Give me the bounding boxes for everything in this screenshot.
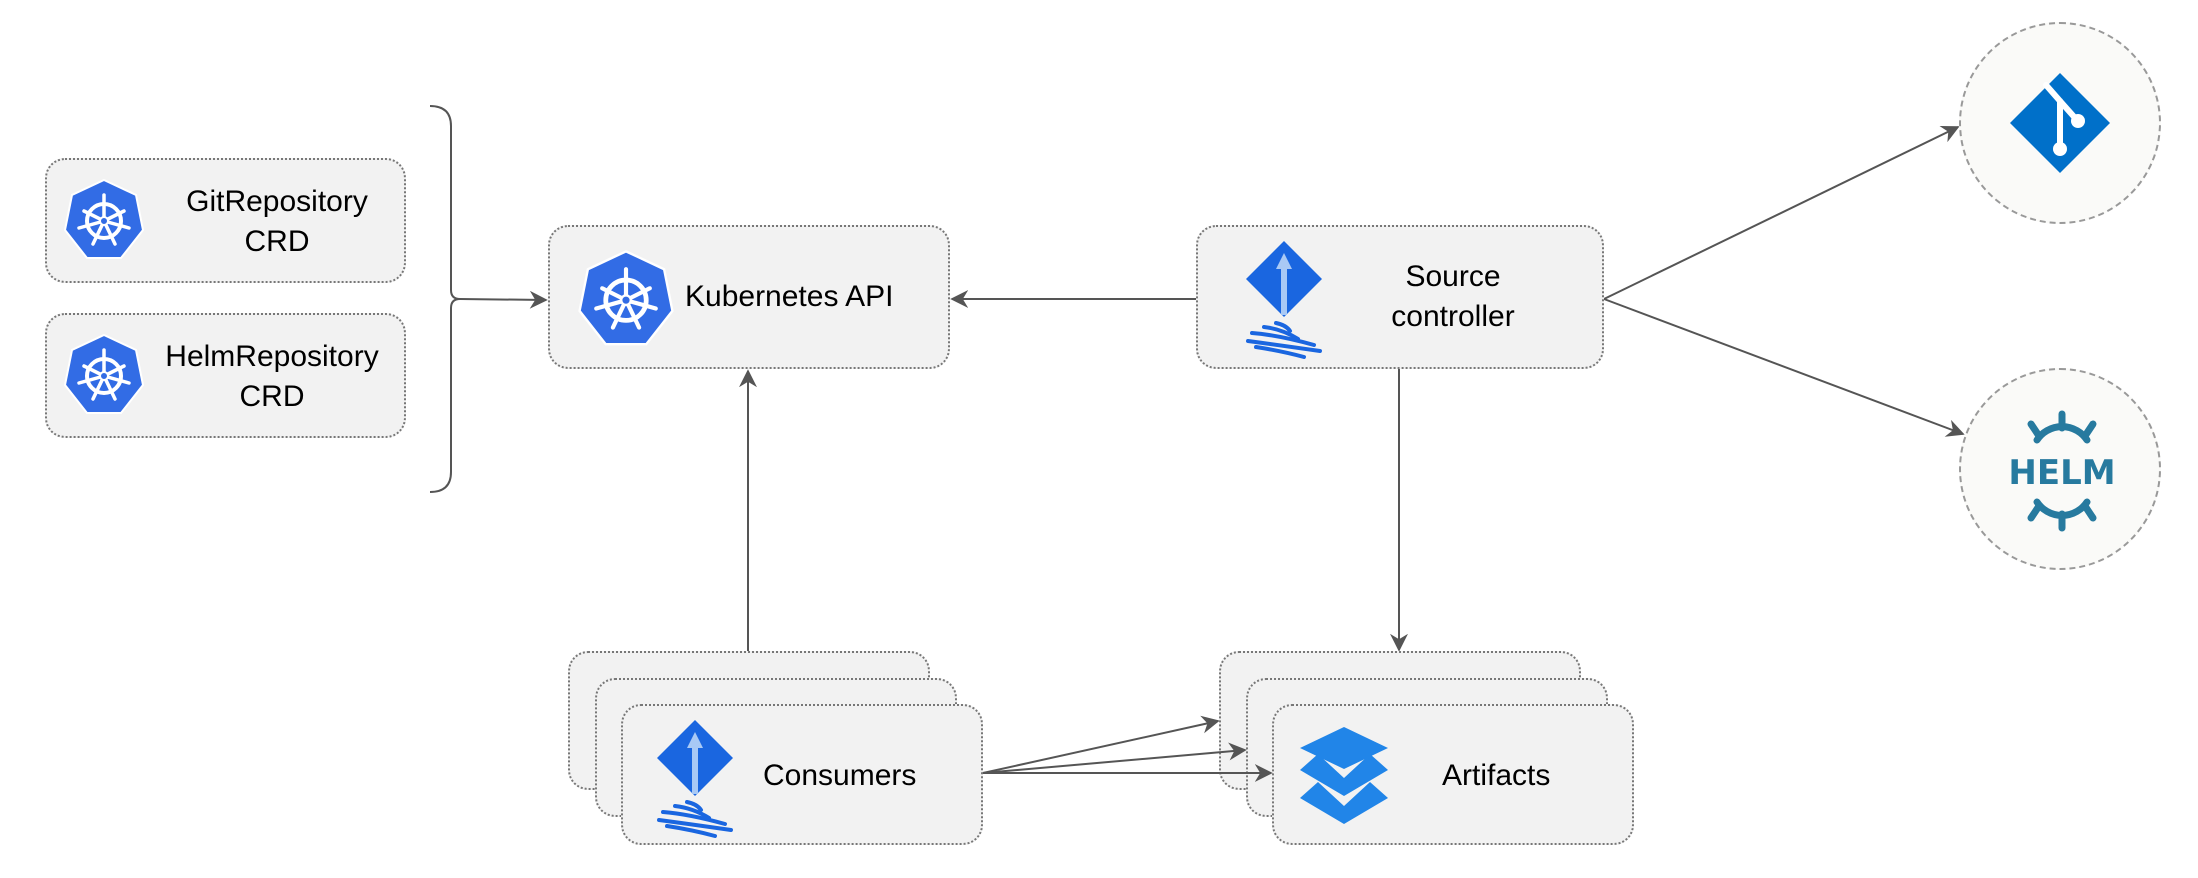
helm-icon: HELM — [2008, 410, 2116, 532]
consumers-node[interactable]: Consumers — [621, 704, 983, 845]
edge-source-to-helm — [1603, 298, 1965, 437]
node-label-line1: GitRepository — [186, 185, 368, 218]
layers-icon — [1300, 727, 1388, 824]
node-label: Kubernetes API — [685, 280, 894, 313]
edge-crds-to-k8s-api — [459, 290, 548, 309]
git-node[interactable] — [1959, 22, 2161, 224]
node-label-line1: Source — [1405, 260, 1501, 293]
node-label-line2: controller — [1391, 300, 1515, 333]
node-label-line1: HelmRepository — [165, 340, 379, 373]
git-repository-crd-node[interactable]: GitRepository CRD — [45, 158, 406, 283]
edge-consumers-to-artifacts-1 — [982, 715, 1220, 774]
helm-node[interactable]: HELM — [1959, 368, 2161, 570]
edge-source-to-git — [1603, 125, 1960, 300]
node-label-line2: CRD — [244, 225, 310, 258]
source-controller-node[interactable]: Source controller — [1196, 225, 1604, 369]
helm-logo-text: HELM — [2008, 453, 2115, 493]
node-label-line2: CRD — [239, 380, 305, 413]
git-icon — [2010, 73, 2110, 173]
node-label: Consumers — [763, 759, 917, 792]
node-label: Artifacts — [1442, 759, 1551, 792]
edge-consumers-to-artifacts-2 — [982, 742, 1247, 774]
artifacts-node[interactable]: Artifacts — [1272, 704, 1634, 845]
kubernetes-api-node[interactable]: Kubernetes API — [548, 225, 950, 369]
helm-repository-crd-node[interactable]: HelmRepository CRD — [45, 313, 406, 438]
